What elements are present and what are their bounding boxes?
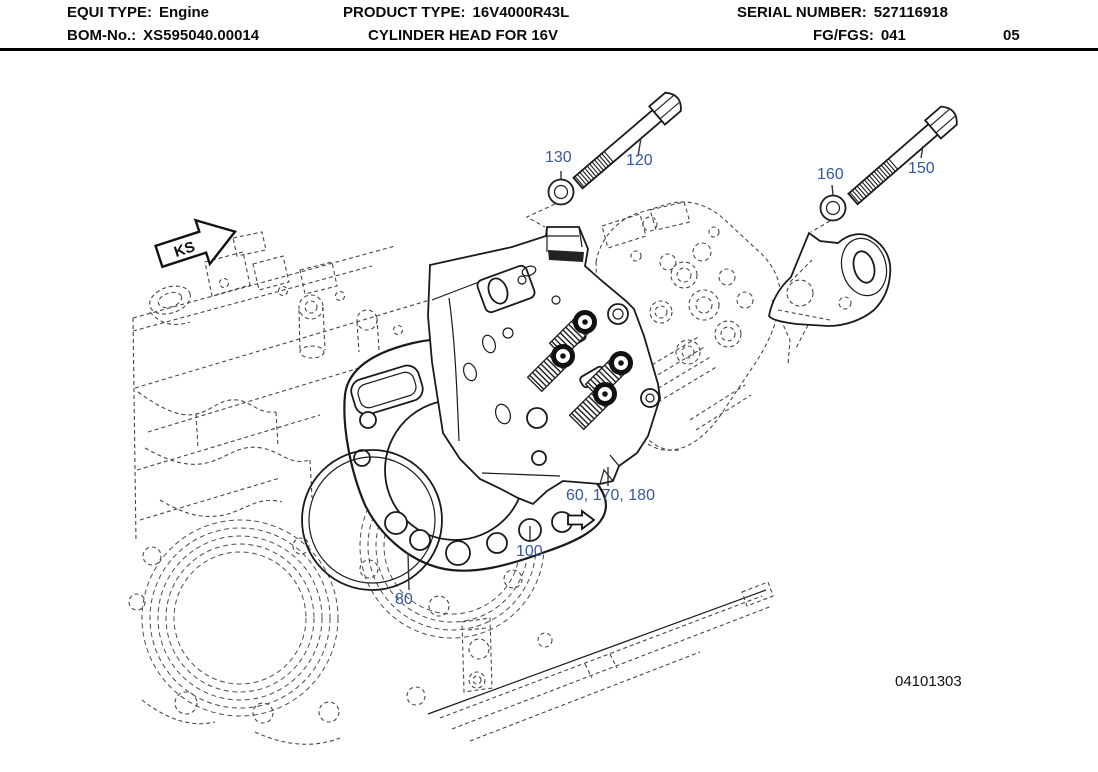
sheet-number: 05 [1003, 27, 1020, 44]
ks-view-label: KS [172, 238, 197, 261]
head-bolt-150 [847, 105, 958, 206]
fg-fgs-label: FG/FGS: [813, 27, 874, 44]
product-type-value: 16V4000R43L [472, 4, 570, 21]
fg-fgs-value: 041 [880, 27, 906, 44]
direction-arrow-icon [567, 509, 596, 531]
callout-100: 100 [516, 543, 543, 560]
bom-no-value: XS595040.00014 [143, 27, 260, 44]
callout-160: 160 [817, 166, 844, 183]
cylinder-head-drawing [427, 226, 661, 506]
equi-type-label: EQUI TYPE: [67, 4, 153, 21]
product-type-field: PRODUCT TYPE: 16V4000R43L [343, 4, 569, 21]
header-divider [0, 48, 1098, 51]
callout-130: 130 [545, 149, 572, 166]
bom-no-field: BOM-No.: XS595040.00014 [67, 27, 259, 44]
bom-no-label: BOM-No.: [67, 27, 137, 44]
lifting-bracket-drawing [768, 231, 892, 327]
callout-60-170-180: 60, 170, 180 [566, 487, 655, 504]
equi-type-field: EQUI TYPE: Engine [67, 4, 209, 21]
equi-type-value: Engine [159, 4, 210, 21]
lower-shaft-lines [427, 581, 774, 742]
head-bolt-120 [572, 91, 682, 190]
ks-view-arrow: KS [154, 218, 238, 269]
callout-150: 150 [908, 160, 935, 177]
serial-number-value: 527116918 [873, 4, 948, 21]
washer-160 [810, 194, 847, 233]
product-type-label: PRODUCT TYPE: [343, 4, 466, 21]
drawing-number: 04101303 [895, 673, 962, 690]
serial-number-label: SERIAL NUMBER: [737, 4, 867, 21]
callout-leader-lines [407, 137, 924, 591]
page-title: CYLINDER HEAD FOR 16V [368, 27, 559, 44]
valve-springs [526, 310, 633, 431]
o-ring-seal [301, 449, 443, 591]
callout-120: 120 [626, 152, 653, 169]
fg-fgs-field: FG/FGS: 041 [813, 27, 906, 44]
washer-130 [525, 178, 575, 228]
serial-number-field: SERIAL NUMBER: 527116918 [737, 4, 948, 21]
callout-80: 80 [395, 591, 413, 608]
block-bolt-holes [128, 537, 553, 724]
